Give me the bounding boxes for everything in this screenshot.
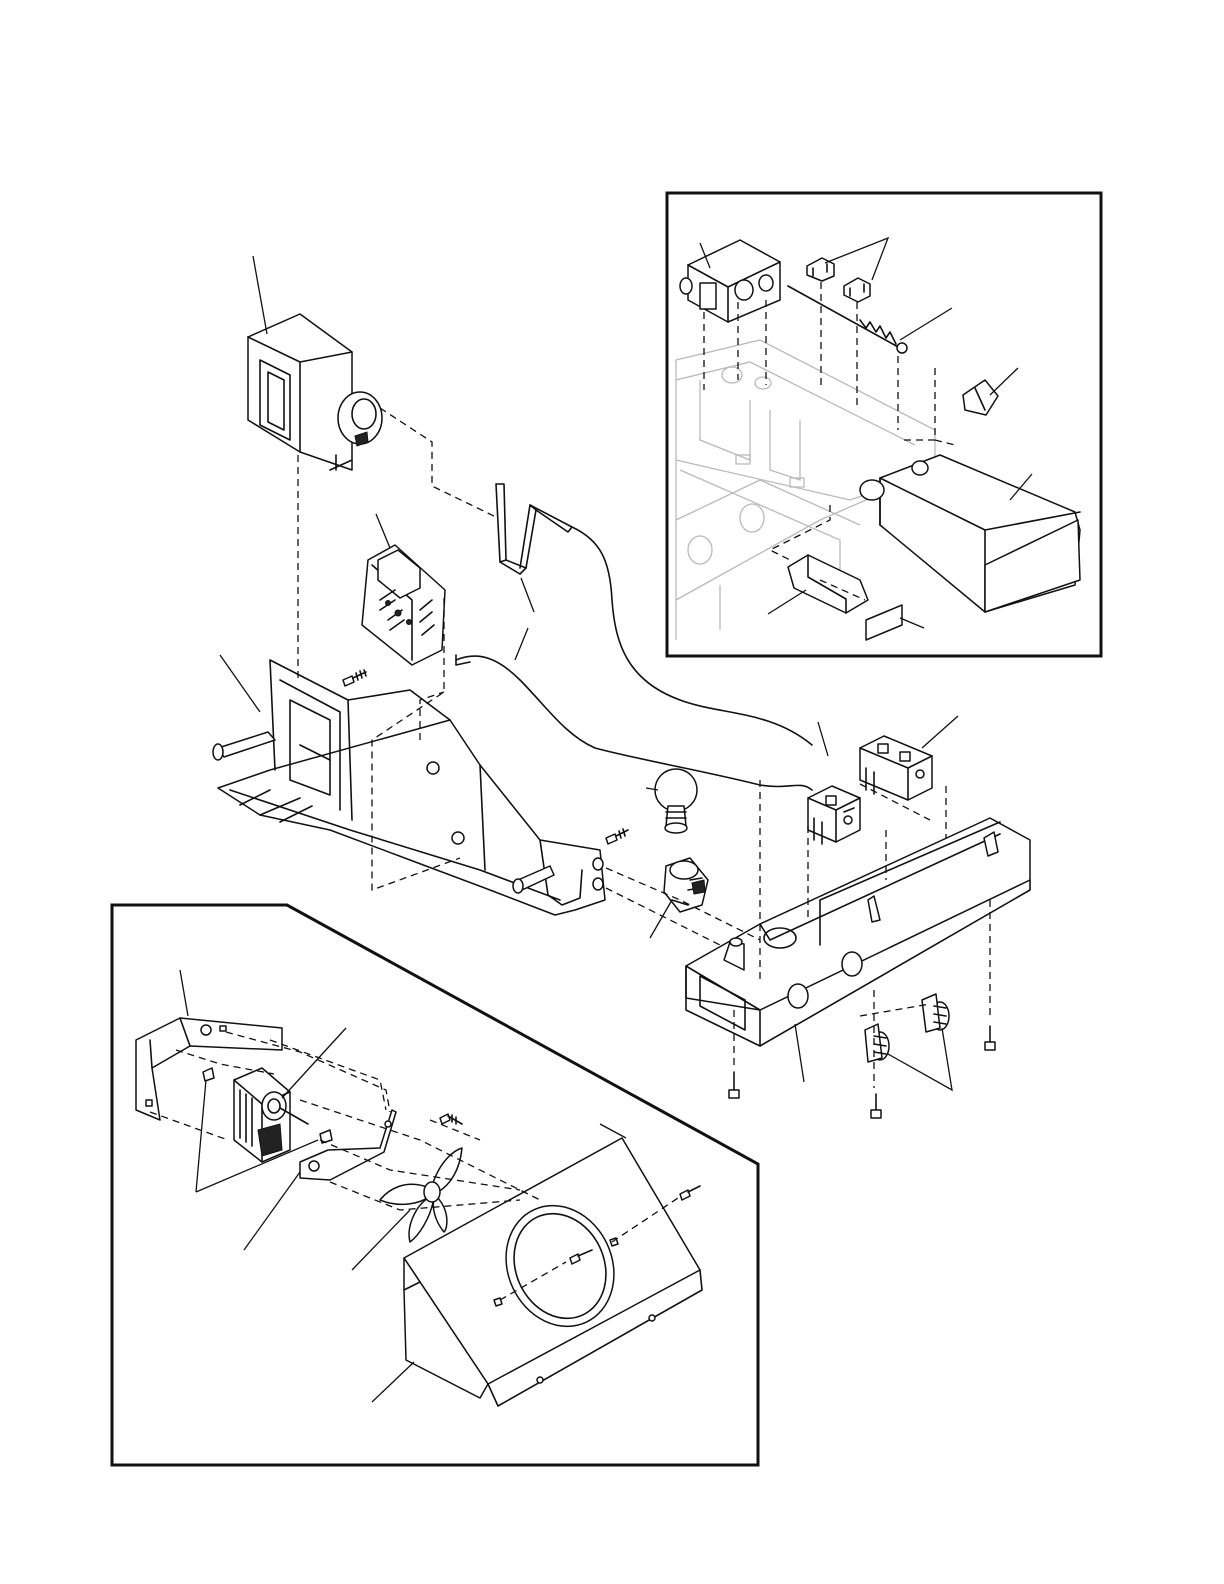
leader-socket xyxy=(650,900,672,938)
screw-frame-right xyxy=(606,829,628,844)
inset-top-right xyxy=(667,193,1101,656)
timer-module xyxy=(248,314,382,470)
lamp-bulb xyxy=(655,769,697,833)
small-bracket xyxy=(300,1110,396,1180)
light-guide xyxy=(788,555,868,613)
leader-shroud-top xyxy=(600,1124,626,1138)
leader-shroud xyxy=(372,1362,414,1402)
inset-switch xyxy=(860,455,1080,612)
leader-tube xyxy=(521,578,534,612)
screw-bracket xyxy=(440,1114,462,1124)
screw-panel-2 xyxy=(871,1094,881,1118)
leader-wire xyxy=(515,628,528,660)
screw-panel-3 xyxy=(985,1026,995,1050)
small-clip xyxy=(963,380,998,415)
leader-board xyxy=(376,514,390,548)
wire-harness-lower xyxy=(456,656,812,790)
switch-right xyxy=(860,736,932,800)
leader-bracket xyxy=(244,1172,300,1250)
control-board xyxy=(362,545,445,665)
leader-frame xyxy=(220,655,260,712)
leader-fan xyxy=(352,1210,410,1270)
actuator-clips xyxy=(807,258,870,302)
lens-strip xyxy=(866,605,902,640)
leader-knobs xyxy=(888,1028,952,1090)
inset-bottom-left xyxy=(112,905,758,1465)
control-panel xyxy=(686,818,1030,1046)
housing-frame xyxy=(213,660,605,915)
leader-timer xyxy=(253,256,267,334)
screw-panel-1 xyxy=(729,1072,739,1098)
knob-left xyxy=(865,1024,889,1062)
leader-motor-bracket xyxy=(180,970,188,1016)
screw-shroud-2 xyxy=(680,1186,700,1200)
knob-right xyxy=(922,994,949,1032)
inset-housing xyxy=(680,240,780,322)
leader-panel xyxy=(795,1024,804,1082)
grommet-1 xyxy=(203,1068,214,1081)
leader-motor xyxy=(282,1028,346,1098)
screw-frame-top xyxy=(343,670,366,686)
tube xyxy=(496,484,572,574)
switch-left xyxy=(808,786,860,844)
lamp-socket xyxy=(664,858,708,912)
